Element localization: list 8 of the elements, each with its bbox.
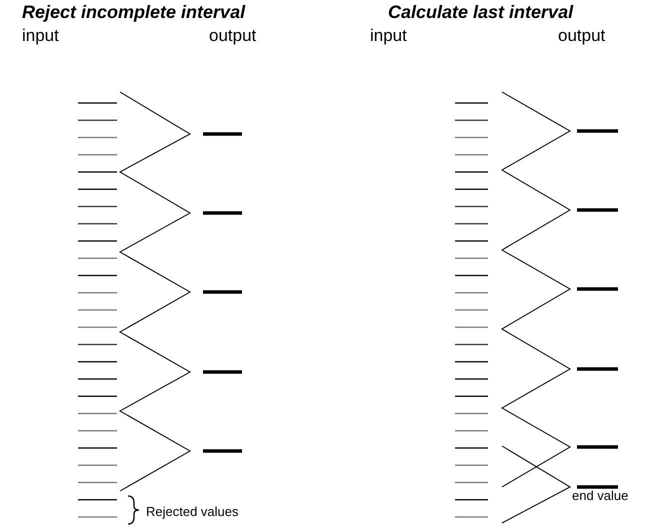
panel-heading: Reject incomplete interval — [22, 3, 246, 23]
column-label: input — [22, 27, 59, 46]
column-label: output — [558, 27, 606, 46]
column-label: input — [370, 27, 407, 46]
annotation-text: Rejected values — [146, 505, 238, 520]
panel-heading: Calculate last interval — [388, 3, 574, 23]
annotation-text: end value — [572, 489, 628, 504]
column-label: output — [209, 27, 256, 46]
